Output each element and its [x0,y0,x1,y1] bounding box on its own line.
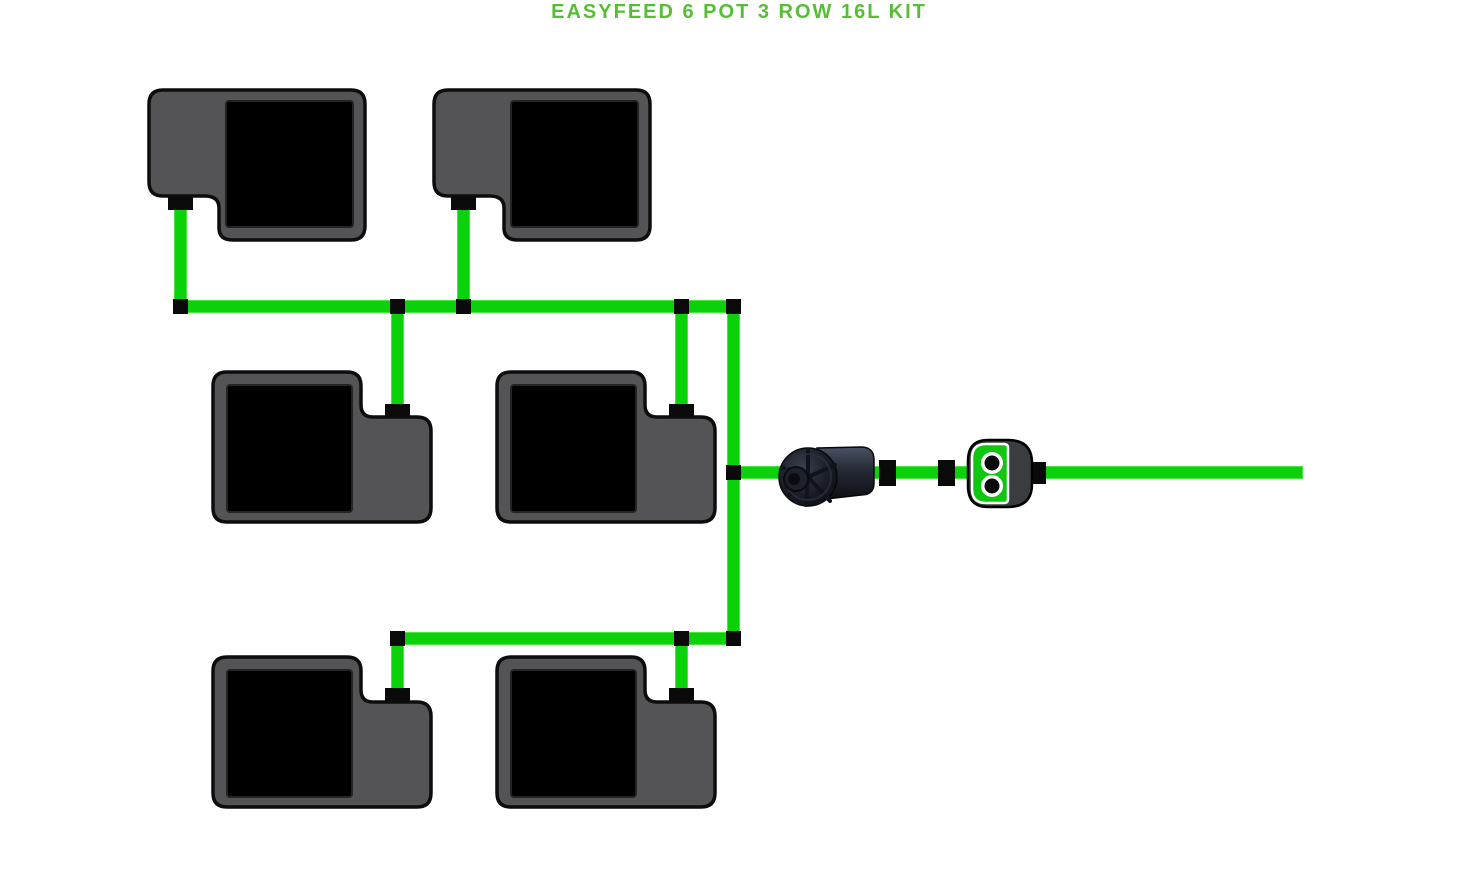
fitting-elbow-bottom-right [726,631,741,646]
tube-manifold-bottom [391,632,740,645]
fitting-pot5-inlet [385,688,410,701]
fitting-inline-pump-out [879,460,896,486]
tube-pot2-drop [457,196,470,312]
tube-pot4-feed [675,306,688,418]
pot-opening [510,100,639,228]
fitting-pot2-outlet [451,197,476,210]
pot-row2-right [495,370,717,524]
pot-opening [510,384,637,513]
pot-row3-right [495,655,717,809]
fitting-tee-pump-line [726,465,741,480]
pot-opening [226,384,353,513]
easyfeed-doser-valve [963,436,1053,516]
fitting-tee-pot2 [456,299,471,314]
water-pump [777,441,879,516]
fitting-tee-pot6 [674,631,689,646]
pot-opening [226,669,353,798]
fitting-elbow-top-left [173,299,188,314]
pot-row3-left [211,655,433,809]
fitting-pot6-inlet [669,688,694,701]
pump-hub-center [788,473,800,485]
fitting-elbow-top-right [726,299,741,314]
tube-pot1-drop [174,196,187,312]
fitting-elbow-bottom-left [390,631,405,646]
valve-outlet-connector [1030,462,1046,484]
diagram-title: EASYFEED 6 POT 3 ROW 16L KIT [551,1,927,23]
fitting-tee-pot4 [674,299,689,314]
pot-row1-right [432,88,652,242]
tube-pot5-feed [391,640,404,702]
fitting-tee-pot3 [390,299,405,314]
tube-pot6-feed [675,640,688,702]
pot-row2-left [211,370,433,524]
tube-pot3-feed [391,306,404,418]
pot-opening [510,669,637,798]
valve-port-1 [984,455,1000,471]
pot-row1-left [147,88,367,242]
fitting-inline-valve-in [938,460,955,486]
valve-port-2 [984,478,1000,494]
fitting-pot1-outlet [168,197,193,210]
fitting-pot3-inlet [385,404,410,417]
pot-opening [225,100,354,228]
fitting-pot4-inlet [669,404,694,417]
